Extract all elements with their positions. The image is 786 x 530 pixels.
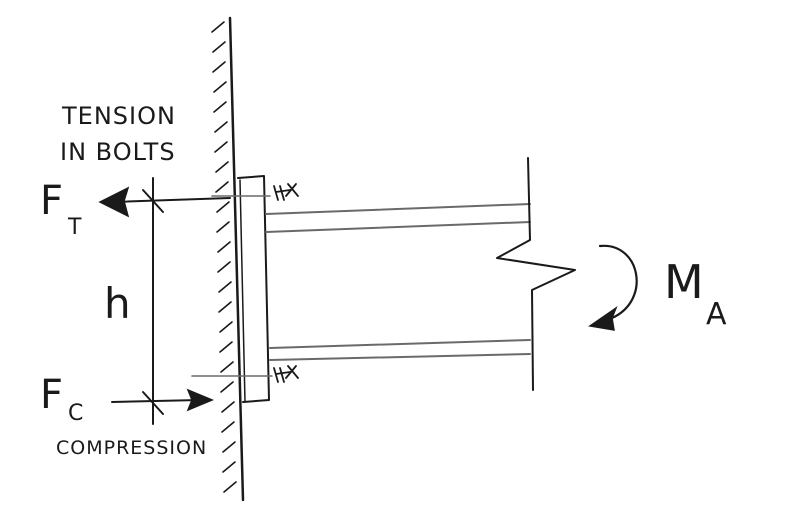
compression-force-label: F (40, 372, 63, 418)
compression-arrowhead-icon (186, 388, 214, 412)
top-bolt (211, 183, 299, 201)
beam-bottom-flange (269, 339, 531, 361)
compression-force-subscript: C (68, 401, 83, 426)
beam-break-line (496, 157, 576, 391)
in-bolts-label: IN BOLTS (60, 138, 176, 166)
moment-subscript: A (706, 297, 727, 332)
beam-top-flange (265, 203, 531, 233)
bottom-bolt (191, 365, 299, 383)
tension-label: TENSION (61, 102, 176, 130)
wall-support (211, 16, 245, 502)
moment-arrowhead-icon (588, 305, 618, 331)
end-plate (237, 175, 270, 403)
end-plate-inner-edge (239, 179, 246, 403)
bottom-bolt-nut-icon (273, 365, 299, 383)
tension-force-arrow (98, 186, 231, 218)
wall-face-line (228, 16, 245, 502)
wall-hatching (211, 21, 237, 493)
moment-arrow (588, 244, 638, 331)
lever-arm-dimension (142, 177, 164, 425)
tension-arrowhead-icon (98, 186, 130, 218)
tension-force-label: F (40, 178, 63, 224)
compression-label: COMPRESSION (56, 437, 207, 459)
lever-arm-top-tick (142, 189, 164, 213)
top-bolt-nut-icon (273, 183, 299, 201)
moment-label: M (664, 255, 704, 309)
lever-arm-label: h (104, 279, 131, 328)
tension-force-subscript: T (67, 215, 82, 240)
lever-arm-bottom-tick (142, 391, 164, 415)
compression-force-arrow (111, 388, 214, 412)
